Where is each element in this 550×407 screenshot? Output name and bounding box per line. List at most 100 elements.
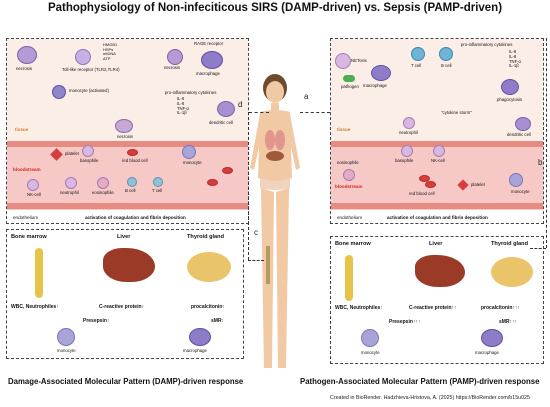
eosinophile-label: eosinophile [92, 190, 114, 195]
macrophage-label: macrophage [196, 71, 220, 76]
red-blood-cell-icon [419, 175, 430, 182]
neutrophil-icon [65, 177, 77, 189]
monocyte-activated-label: monocyte (activated) [69, 88, 109, 93]
nk-label: NK-cell [27, 192, 41, 197]
bloodstream-label: bloodstream [335, 184, 363, 189]
eosinophile-icon [97, 177, 109, 189]
phagocytosis-label: phagocytosis [497, 97, 523, 102]
rage-label: RAGE receptor [194, 41, 224, 46]
b-cell-icon [439, 47, 453, 61]
thyroid-title: Thyroid gland [187, 234, 224, 240]
tissue-label: tissue [337, 127, 351, 132]
cytokines-title: pro-inflammatory cytokines [461, 42, 513, 47]
connector-left-bottom [248, 260, 264, 261]
smr-label: sMR↑↑↑ [499, 319, 518, 325]
biorender-credit: Created in BioRender. Hadzhieva-Hristova… [330, 395, 530, 401]
t-cell-icon [153, 177, 163, 187]
platelet-label: platelet [65, 151, 79, 156]
human-figure-illustration [250, 74, 300, 368]
connector-top-right [300, 112, 330, 113]
cytokines-list: IL-6 IL-8 TNF-α IL-1β [509, 49, 521, 69]
monocyte-label: monocyte [183, 160, 202, 165]
label-a: a [304, 92, 309, 101]
dendritic-cell-icon [515, 117, 531, 131]
macrophage-label: macrophage [475, 350, 499, 355]
monocyte-icon [182, 145, 196, 159]
thyroid-icon [187, 252, 231, 282]
red-blood-cell-3-icon [222, 167, 233, 174]
monocyte-icon [509, 173, 523, 187]
pamp-tissue-panel: NETosis pathogen macrophage T cell B cel… [330, 38, 544, 224]
presepsin-label: Presepsin↑↑↑ [389, 319, 421, 325]
macrophage-label: macrophage [363, 83, 387, 88]
cell-with-receptor-icon [75, 49, 91, 65]
neutrophil-icon [403, 117, 415, 129]
label-b: b [538, 158, 543, 167]
dendritic-label: dendritic cell [209, 120, 233, 125]
vessel-wall-bottom [7, 203, 248, 209]
t-cell-label: T cell [152, 188, 163, 193]
netosis-neutrophil-icon [335, 53, 351, 69]
basophile-icon [82, 145, 94, 157]
nk-cell-icon [27, 179, 39, 191]
vessel-wall-top [331, 141, 543, 147]
eosinophile-label: eosinophile [337, 160, 359, 165]
neutrophil-label: neutrophil [60, 190, 79, 195]
bone-marrow-title: Bone marrow [335, 241, 371, 247]
damp-molecules-label: HMGB1 HSPs mtDNA ATP [103, 42, 118, 61]
basophile-label: basophile [80, 158, 99, 163]
connector-right-bottom [530, 248, 546, 249]
coagulation-label: activation of coagulation and fibrin dep… [387, 215, 488, 220]
liver-title: Liver [429, 241, 443, 247]
macrophage-icon [189, 328, 211, 346]
bone-icon [35, 248, 43, 298]
pamp-response-caption: Pathogen-Associated Molecular Pattern (P… [300, 377, 540, 386]
pct-label: procalcitonin↑ [191, 304, 225, 310]
tissue-label: tissue [15, 127, 29, 132]
monocyte-label: monocyte [361, 350, 380, 355]
eosinophile-icon [343, 169, 355, 181]
label-d: d [238, 100, 243, 109]
monocyte-icon [361, 329, 379, 347]
endothelium-label: endothelium [13, 215, 39, 220]
phagocyte-icon [501, 79, 519, 95]
pct-label: procalcitonin↑↑↑ [481, 305, 520, 311]
presepsin-label: Presepsin↑ [83, 318, 110, 324]
crp-label: C-reactive protein↑↑ [409, 305, 457, 311]
nk-label: NK-cell [431, 158, 445, 163]
necrotic-cell-3-icon [115, 119, 133, 133]
macrophage-icon [371, 65, 391, 81]
liver-icon [415, 255, 465, 287]
monocyte-label: monocyte [511, 189, 530, 194]
rbc-label: red blood cell [122, 158, 148, 163]
necrosis-label-2: necrosis [164, 65, 181, 70]
basophile-label: basophile [395, 158, 414, 163]
vessel-wall-top [7, 141, 248, 147]
pathogen-icon [343, 75, 355, 82]
monocyte-label: monocyte [57, 348, 76, 353]
macrophage-label: macrophage [183, 348, 207, 353]
damp-biomarker-panel: Bone marrow Liver Thyroid gland WBC, Neu… [6, 229, 244, 359]
necrosis-label-3: necrosis [117, 134, 134, 139]
macrophage-icon [201, 51, 223, 69]
neutrophil-label: neutrophil [399, 130, 418, 135]
vessel-wall-bottom [331, 203, 543, 209]
necrotic-cell-icon [17, 46, 37, 64]
liver-title: Liver [117, 234, 131, 240]
wbc-label: WBC, Neutrophiles↑ [335, 305, 383, 311]
necrosis-label: necrosis [16, 66, 33, 71]
smr-label: sMR↑ [211, 318, 225, 324]
b-cell-icon [127, 177, 137, 187]
thyroid-title: Thyroid gland [491, 241, 528, 247]
liver-icon [103, 248, 155, 282]
cytokines-list: IL-6 IL-8 TNF-α IL-1β [177, 96, 189, 116]
platelet-label: platelet [471, 182, 485, 187]
bone-marrow-title: Bone marrow [11, 234, 47, 240]
rbc-label: red blood cell [409, 191, 435, 196]
bloodstream-label: bloodstream [13, 167, 41, 172]
red-blood-cell-icon [127, 149, 138, 156]
bloodstream-layer [331, 147, 543, 210]
crp-label: C-reactive protein↑ [99, 304, 145, 310]
pathogen-label: pathogen [341, 84, 359, 89]
wbc-label: WBC, Neutrophiles↑ [11, 304, 59, 310]
